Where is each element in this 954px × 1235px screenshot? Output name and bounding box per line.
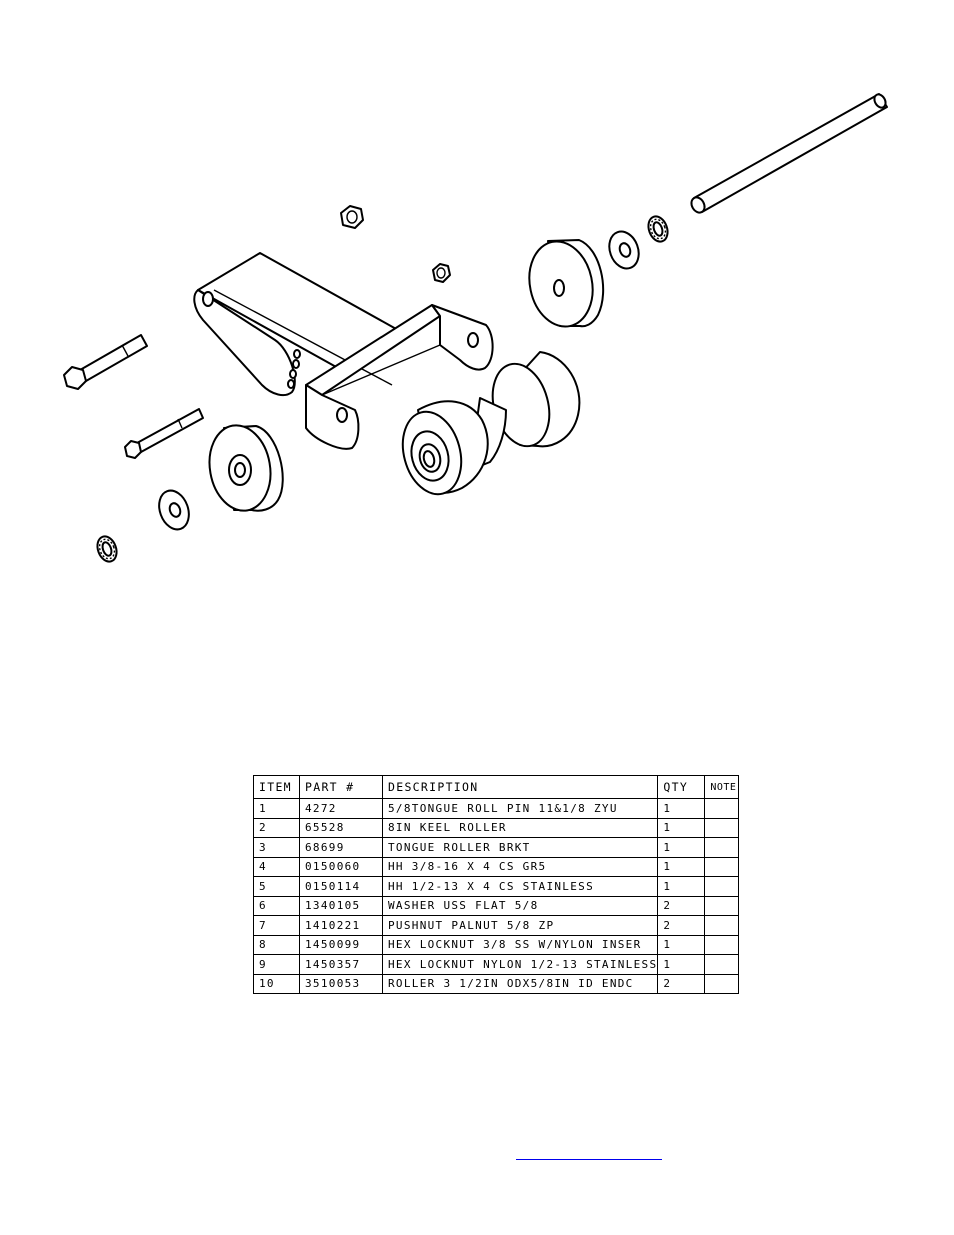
cell-qty: 1 (657, 856, 706, 877)
keel-roller (401, 351, 581, 496)
cell-description: HH 1/2-13 X 4 CS STAINLESS (381, 876, 659, 897)
table-row: 10 3510053 ROLLER 3 1/2IN ODX5/8IN ID EN… (253, 973, 740, 994)
cell-part-number: 4272 (299, 798, 383, 819)
table-row: 5 0150114 HH 1/2-13 X 4 CS STAINLESS 1 (253, 876, 740, 897)
cell-part-number: 1450357 (299, 954, 383, 975)
cell-qty: 1 (657, 798, 706, 819)
cell-qty: 2 (657, 973, 706, 994)
cell-qty: 1 (657, 817, 706, 838)
cell-note (704, 817, 740, 838)
tongue-roller-bracket (193, 252, 494, 450)
cell-description: HH 3/8-16 X 4 CS GR5 (381, 856, 659, 877)
table-row: 8 1450099 HEX LOCKNUT 3/8 SS W/NYLON INS… (253, 934, 740, 955)
table-row: 9 1450357 HEX LOCKNUT NYLON 1/2-13 STAIN… (253, 954, 740, 975)
hex-bolt-short (124, 408, 204, 459)
hex-bolt-long (63, 334, 148, 390)
pushnut-left (96, 535, 118, 563)
cell-item: 8 (253, 934, 300, 955)
cell-item: 5 (253, 876, 300, 897)
header-description: DESCRIPTION (381, 775, 659, 799)
cell-item: 3 (253, 837, 300, 858)
cell-part-number: 0150114 (299, 876, 383, 897)
cell-note (704, 915, 740, 936)
table-row: 4 0150060 HH 3/8-16 X 4 CS GR5 1 (253, 856, 740, 877)
bom-header-row: ITEM PART # DESCRIPTION QTY NOTE (253, 775, 740, 799)
cell-note (704, 954, 740, 975)
cell-item: 7 (253, 915, 300, 936)
cell-description: PUSHNUT PALNUT 5/8 ZP (381, 915, 659, 936)
roller-right (528, 239, 605, 328)
header-qty: QTY (657, 775, 706, 799)
table-row: 2 65528 8IN KEEL ROLLER 1 (253, 817, 740, 838)
pushnut-right (647, 215, 669, 243)
cell-note (704, 876, 740, 897)
cell-note (704, 837, 740, 858)
cell-item: 4 (253, 856, 300, 877)
cell-part-number: 65528 (299, 817, 383, 838)
cell-note (704, 895, 740, 916)
cell-note (704, 798, 740, 819)
footer-link-underline[interactable] (516, 1145, 662, 1160)
cell-note (704, 973, 740, 994)
cell-part-number: 0150060 (299, 856, 383, 877)
cell-description: 8IN KEEL ROLLER (381, 817, 659, 838)
cell-item: 2 (253, 817, 300, 838)
cell-qty: 1 (657, 876, 706, 897)
cell-note (704, 934, 740, 955)
cell-item: 1 (253, 798, 300, 819)
header-item: ITEM (253, 775, 300, 799)
bill-of-materials-table: ITEM PART # DESCRIPTION QTY NOTE 1 4272 … (253, 775, 740, 994)
cell-note (704, 856, 740, 877)
cell-qty: 1 (657, 837, 706, 858)
table-row: 7 1410221 PUSHNUT PALNUT 5/8 ZP 2 (253, 915, 740, 936)
cell-qty: 1 (657, 954, 706, 975)
tongue-roll-pin (690, 93, 888, 214)
cell-part-number: 1450099 (299, 934, 383, 955)
roller-left (208, 424, 284, 512)
washer-right (608, 230, 640, 270)
cell-qty: 2 (657, 895, 706, 916)
header-note: NOTE (704, 775, 740, 799)
hex-locknut-middle (432, 263, 451, 283)
cell-part-number: 68699 (299, 837, 383, 858)
cell-description: WASHER USS FLAT 5/8 (381, 895, 659, 916)
cell-description: TONGUE ROLLER BRKT (381, 837, 659, 858)
cell-item: 9 (253, 954, 300, 975)
exploded-assembly-drawing (63, 93, 888, 563)
cell-qty: 1 (657, 934, 706, 955)
cell-item: 6 (253, 895, 300, 916)
table-row: 1 4272 5/8TONGUE ROLL PIN 11&1/8 ZYU 1 (253, 798, 740, 819)
cell-part-number: 3510053 (299, 973, 383, 994)
table-row: 6 1340105 WASHER USS FLAT 5/8 2 (253, 895, 740, 916)
cell-part-number: 1410221 (299, 915, 383, 936)
header-part-number: PART # (299, 775, 383, 799)
table-row: 3 68699 TONGUE ROLLER BRKT 1 (253, 837, 740, 858)
cell-description: HEX LOCKNUT 3/8 SS W/NYLON INSER (381, 934, 659, 955)
cell-qty: 2 (657, 915, 706, 936)
cell-description: HEX LOCKNUT NYLON 1/2-13 STAINLESS (381, 954, 659, 975)
cell-description: ROLLER 3 1/2IN ODX5/8IN ID ENDC (381, 973, 659, 994)
cell-part-number: 1340105 (299, 895, 383, 916)
cell-item: 10 (253, 973, 300, 994)
washer-left (158, 489, 190, 531)
hex-locknut-top (340, 205, 364, 229)
cell-description: 5/8TONGUE ROLL PIN 11&1/8 ZYU (381, 798, 659, 819)
